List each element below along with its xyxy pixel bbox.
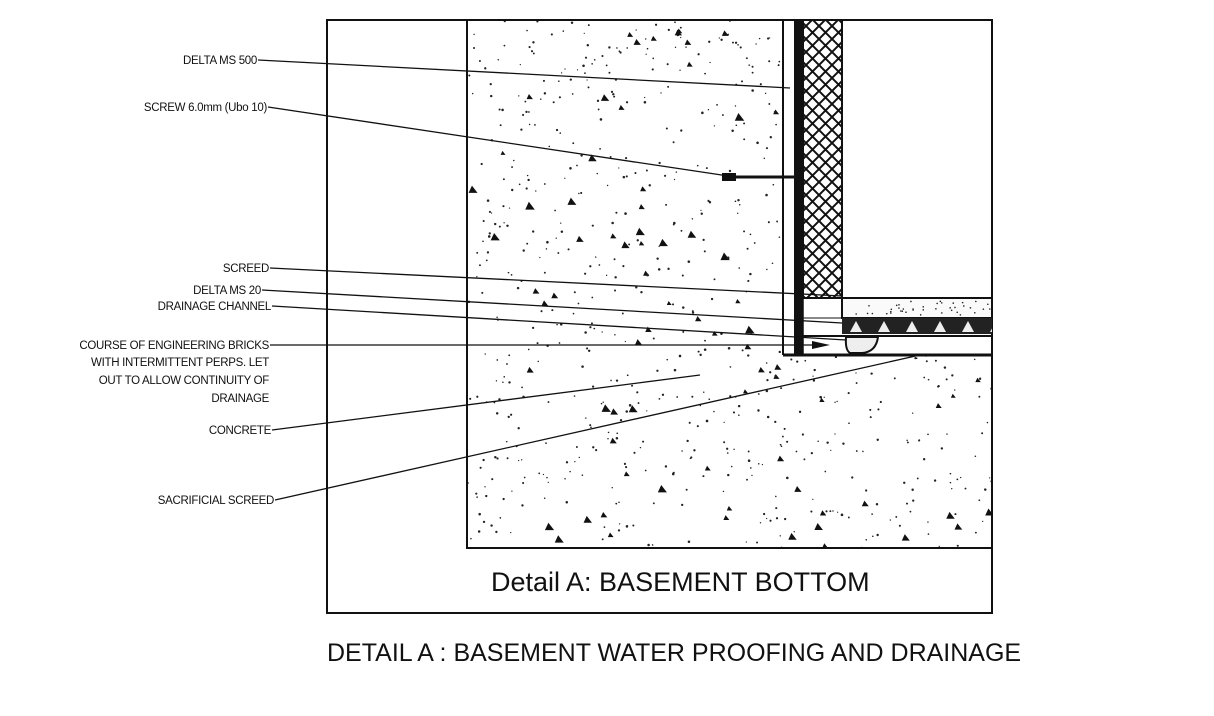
label-bricks-line2: WITH INTERMITTENT PERPS. LET xyxy=(91,357,269,369)
label-screed: SCREED xyxy=(223,263,269,275)
leader-delta-ms-20 xyxy=(261,289,843,324)
leader-screed xyxy=(269,267,843,297)
leader-screw xyxy=(267,106,736,178)
label-screw: SCREW 6.0mm (Ubo 10) xyxy=(144,102,268,114)
leader-concrete xyxy=(271,374,701,431)
wall-membrane xyxy=(782,19,992,357)
drawing-title: DETAIL A : BASEMENT WATER PROOFING AND D… xyxy=(327,639,1021,667)
label-sacrificial-screed: SACRIFICIAL SCREED xyxy=(158,495,274,507)
leader-sacrificial-screed xyxy=(274,354,921,501)
drainage-channel xyxy=(844,336,880,354)
insulation-crosshatch xyxy=(802,19,843,299)
label-bricks-line4: DRAINAGE xyxy=(211,393,269,405)
label-concrete: CONCRETE xyxy=(209,425,272,437)
label-delta-ms-500: DELTA MS 500 xyxy=(183,55,257,67)
concrete-region xyxy=(466,20,992,549)
label-bricks-line3: OUT TO ALLOW CONTINUITY OF xyxy=(99,375,270,387)
screed-layer xyxy=(841,297,992,319)
label-drainage-channel: DRAINAGE CHANNEL xyxy=(158,301,272,313)
detail-caption: Detail A: BASEMENT BOTTOM xyxy=(491,567,870,597)
leader-drainage-channel xyxy=(271,305,847,341)
leader-delta-ms-500 xyxy=(257,59,791,89)
leader-lines xyxy=(257,59,921,501)
screw xyxy=(722,173,796,181)
label-bricks-line1: COURSE OF ENGINEERING BRICKS xyxy=(79,340,269,352)
floor-buildup xyxy=(803,297,992,354)
label-delta-ms-20: DELTA MS 20 xyxy=(193,285,261,297)
arrow-head xyxy=(812,341,830,349)
